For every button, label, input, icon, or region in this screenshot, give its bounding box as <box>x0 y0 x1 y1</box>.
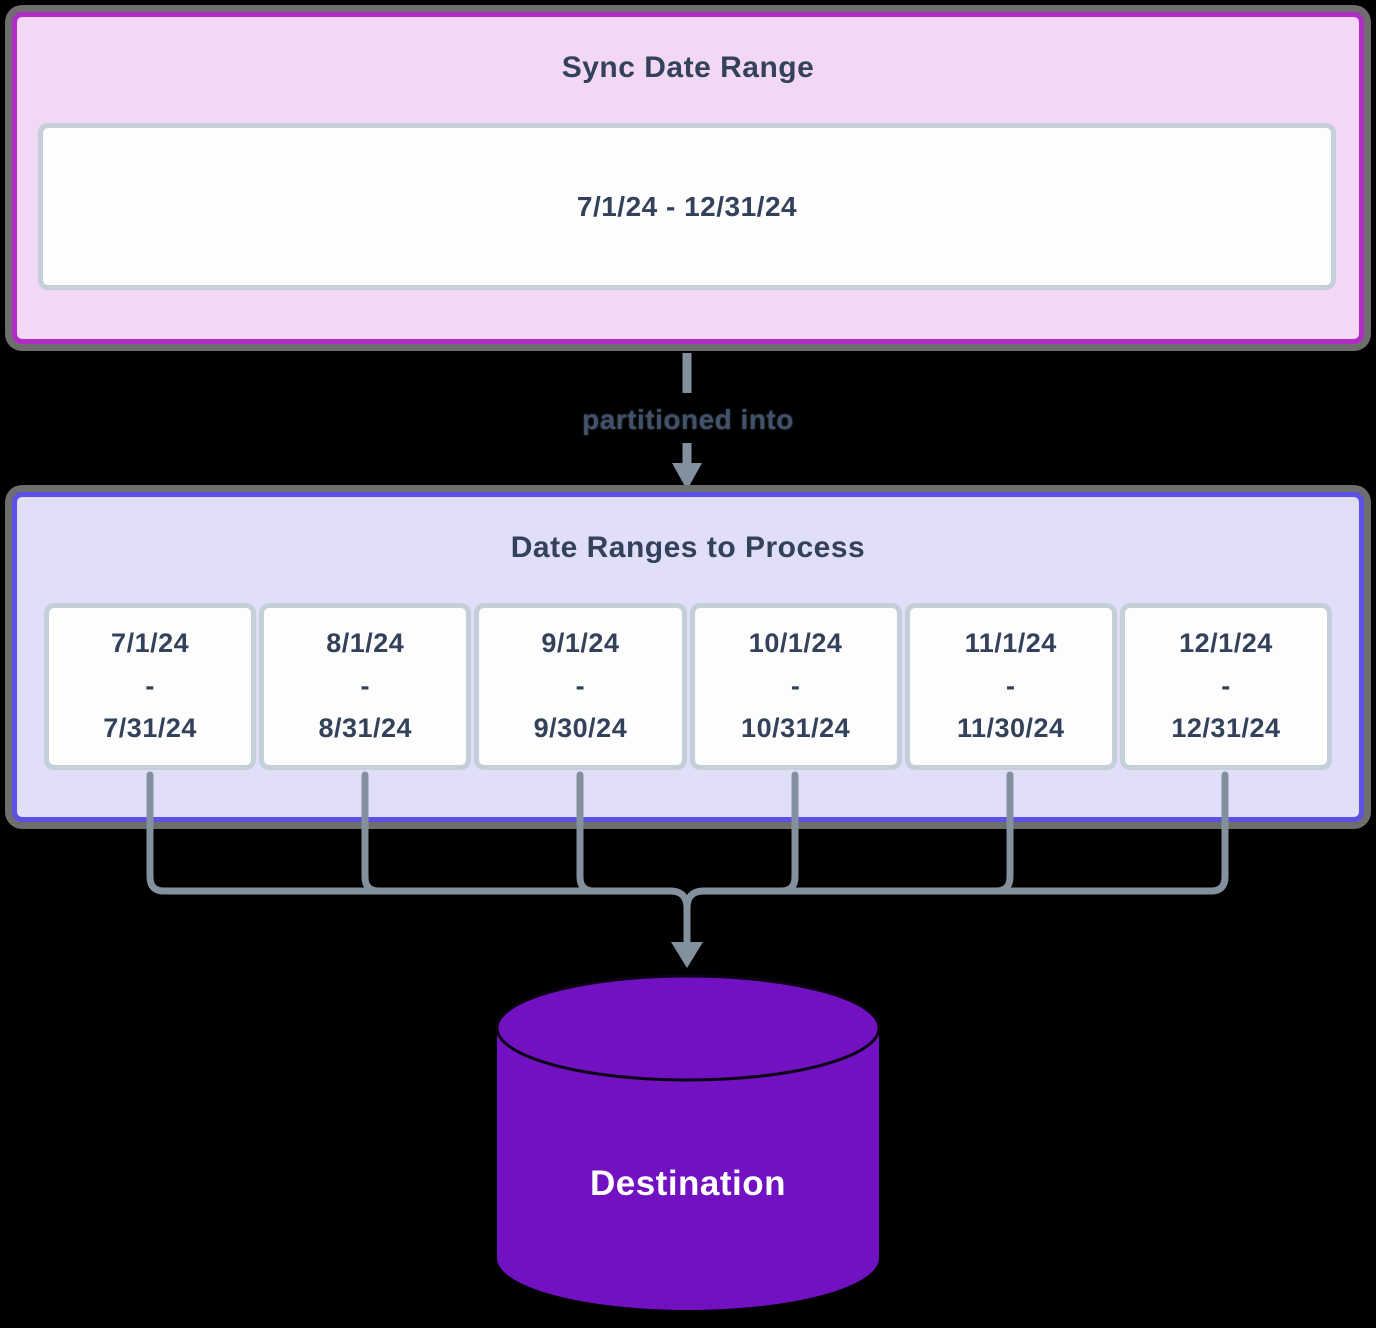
range-end: 7/31/24 <box>103 713 197 744</box>
date-range-card: 8/1/24 - 8/31/24 <box>259 603 472 770</box>
range-separator: - <box>1006 670 1016 701</box>
date-range-card: 9/1/24 - 9/30/24 <box>474 603 687 770</box>
date-range-row: 7/1/24 - 7/31/24 8/1/24 - 8/31/24 9/1/24… <box>44 603 1333 770</box>
range-separator: - <box>360 670 370 701</box>
range-start: 8/1/24 <box>326 627 405 658</box>
destination-label: Destination <box>589 1164 787 1203</box>
range-separator: - <box>790 670 801 701</box>
range-separator: - <box>575 670 586 701</box>
sync-range-value-box: 7/1/24 - 12/31/24 <box>38 123 1336 290</box>
arrow-down-head-icon <box>672 463 702 490</box>
sync-range-value: 7/1/24 - 12/31/24 <box>576 190 798 222</box>
range-separator: - <box>145 670 155 701</box>
range-end: 11/30/24 <box>956 713 1065 744</box>
sync-date-range-box: Sync Date Range 7/1/24 - 12/31/24 <box>12 12 1364 344</box>
range-end: 10/31/24 <box>741 713 851 744</box>
range-end: 12/31/24 <box>1171 713 1281 744</box>
date-ranges-box: Date Ranges to Process 7/1/24 - 7/31/24 … <box>12 492 1364 822</box>
range-end: 9/30/24 <box>533 713 628 744</box>
range-start: 7/1/24 <box>111 627 190 658</box>
sync-date-range-title: Sync Date Range <box>561 51 815 84</box>
date-range-card: 10/1/24 - 10/31/24 <box>689 603 902 770</box>
range-start: 12/1/24 <box>1179 627 1273 658</box>
database-cylinder-icon <box>495 974 881 1310</box>
date-range-card: 12/1/24 - 12/31/24 <box>1119 603 1333 770</box>
range-end: 8/31/24 <box>318 713 413 744</box>
merge-arrow-down-icon <box>671 942 703 968</box>
date-ranges-title: Date Ranges to Process <box>510 531 866 564</box>
date-range-card: 7/1/24 - 7/31/24 <box>44 603 257 770</box>
partition-label: partitioned into <box>582 404 794 435</box>
range-start: 10/1/24 <box>748 627 843 658</box>
range-start: 11/1/24 <box>964 627 1057 658</box>
range-start: 9/1/24 <box>541 627 620 658</box>
range-separator: - <box>1221 670 1231 701</box>
date-range-card: 11/1/24 - 11/30/24 <box>904 603 1117 770</box>
destination-database: Destination <box>492 972 884 1316</box>
